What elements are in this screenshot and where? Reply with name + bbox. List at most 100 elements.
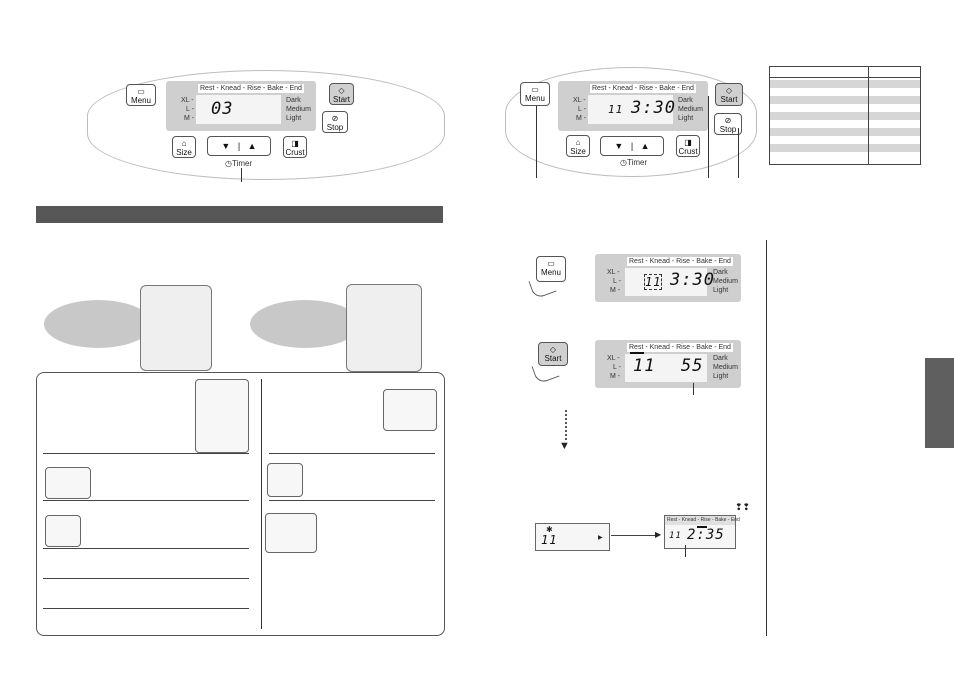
up-button[interactable]: ▲ — [640, 141, 650, 151]
step3-callout-line — [685, 545, 686, 557]
crust-light-label: Light — [678, 115, 694, 122]
section-header-bar — [36, 206, 443, 223]
fruit-illustration — [45, 515, 81, 547]
down-up-buttons[interactable]: ▼ | ▲ — [207, 136, 271, 156]
arrow-dot — [565, 422, 567, 424]
callout-ellipse-left — [44, 300, 152, 348]
divider-5 — [43, 548, 249, 549]
step3-small-lcd: 11 ✱ ▶ — [535, 523, 610, 551]
arrow-dot — [565, 418, 567, 420]
size-xl-label: XL - — [607, 269, 620, 276]
size-m-label: M - — [184, 115, 195, 122]
arrow-dot — [565, 438, 567, 440]
loaf-icon: ⌂ — [181, 139, 187, 148]
column-divider — [261, 379, 262, 629]
crust-button[interactable]: ◨ Crust — [283, 136, 307, 158]
timer-label: ◷Timer — [225, 159, 253, 168]
stage-indicator: Rest - Knead - Rise - Bake - End — [627, 257, 733, 266]
time-display: 2:35 — [687, 527, 725, 543]
size-l-label: L - — [578, 106, 586, 113]
menu-number-display: 03 — [211, 99, 234, 119]
step-menu-button[interactable]: ▭ Menu — [536, 256, 566, 282]
size-l-label: L - — [186, 106, 194, 113]
timer-label: ◷Timer — [620, 158, 648, 167]
crust-dark-label: Dark — [678, 97, 693, 104]
control-panel-left: ▭ Menu Rest - Knead - Rise - Bake - End … — [87, 70, 445, 180]
time-display: 3:30 — [631, 98, 676, 118]
lcd-display: Rest - Knead - Rise - Bake - End XL - L … — [166, 81, 316, 131]
divider-2 — [269, 453, 435, 454]
size-m-label: M - — [610, 373, 621, 380]
section-tab — [925, 358, 954, 448]
down-button[interactable]: ▼ — [221, 141, 231, 151]
crust-dark-label: Dark — [286, 97, 301, 104]
menu-button-right[interactable]: ▭ Menu — [520, 82, 550, 106]
time-display: 55 — [681, 356, 704, 376]
dotted-arrow: ▼ — [559, 410, 570, 452]
table-row — [770, 128, 920, 136]
arrow-dot — [565, 426, 567, 428]
lcd-screen — [196, 95, 281, 124]
control-panel-right: ▭ Menu Rest - Knead - Rise - Bake - End … — [505, 67, 757, 177]
table-column-divider — [868, 67, 869, 164]
book-icon: ▭ — [531, 85, 539, 94]
clock-icon: ◷ — [225, 159, 232, 168]
menu-number-display: 11 — [608, 103, 624, 116]
start-button[interactable]: ◇ Start — [329, 83, 354, 105]
crust-icon: ◨ — [291, 139, 299, 148]
arrow-dot — [565, 414, 567, 416]
up-button[interactable]: ▲ — [247, 141, 257, 151]
down-button[interactable]: ▼ — [614, 141, 624, 151]
pan-illustration — [383, 389, 437, 431]
clock-icon: ◷ — [620, 158, 627, 167]
start-callout-line — [708, 96, 709, 178]
loaf-icon: ⌂ — [575, 138, 581, 147]
size-button-right[interactable]: ⌂ Size — [566, 135, 590, 157]
timer-callout-line — [241, 168, 242, 182]
crust-dark-label: Dark — [713, 355, 728, 362]
table-header-rule — [770, 77, 920, 78]
stage-indicator: Rest - Knead - Rise - Bake - End — [665, 516, 740, 525]
lcd-screen — [588, 95, 673, 124]
menu-table — [769, 66, 921, 165]
dispenser-illustration — [195, 379, 249, 453]
size-button[interactable]: ⌂ Size — [172, 136, 196, 158]
down-up-buttons-right[interactable]: ▼ | ▲ — [600, 136, 664, 156]
start-button-right[interactable]: ◇ Start — [715, 83, 743, 106]
step1-lcd: Rest - Knead - Rise - Bake - End XL - L … — [595, 254, 741, 302]
start-indicator-icon: ✱ — [546, 525, 553, 534]
stop-icon: ⊘ — [724, 116, 732, 125]
stop-button[interactable]: ⊘ Stop — [322, 111, 348, 133]
stage-indicator: Rest - Knead - Rise - Bake - End — [198, 84, 304, 93]
lcd-screen — [625, 354, 707, 382]
menu-button[interactable]: ▭ Menu — [126, 84, 156, 106]
stop-icon: ⊘ — [331, 114, 339, 123]
crust-button-right[interactable]: ◨ Crust — [676, 135, 700, 157]
step2-callout-line — [693, 383, 694, 395]
step-start-button[interactable]: ◇ Start — [538, 342, 568, 366]
indicator-arrow-icon: ▶ — [598, 535, 603, 541]
start-icon: ◇ — [338, 86, 345, 95]
stop-callout-line — [738, 128, 739, 178]
crust-light-label: Light — [713, 287, 729, 294]
step3-arrow-line — [611, 535, 659, 536]
arrow-dot — [565, 410, 567, 412]
ingredient-info-box — [36, 372, 445, 636]
stage-indicator: Rest - Knead - Rise - Bake - End — [627, 343, 733, 352]
table-row — [770, 96, 920, 104]
size-m-label: M - — [576, 115, 587, 122]
size-l-label: L - — [613, 278, 621, 285]
lcd-screen — [625, 268, 707, 296]
divider-1 — [43, 453, 249, 454]
crust-medium-label: Medium — [286, 106, 311, 113]
bread-maker-illustration-right — [346, 284, 422, 372]
arrow-dot — [565, 430, 567, 432]
divider-6 — [43, 578, 249, 579]
time-display: 3:30 — [670, 270, 715, 290]
stop-button-right[interactable]: ⊘ Stop — [714, 113, 742, 135]
book-icon: ▭ — [137, 87, 145, 96]
nuts-illustration — [45, 467, 91, 499]
start-icon: ◇ — [725, 86, 733, 95]
table-row — [770, 112, 920, 120]
start-icon: ◇ — [549, 345, 557, 354]
